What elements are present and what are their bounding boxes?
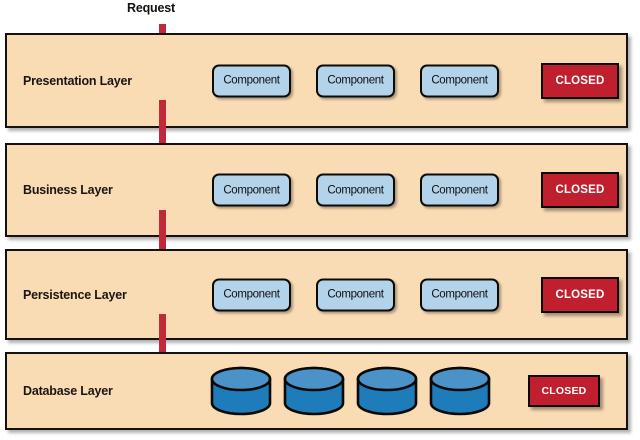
database-icon <box>210 366 272 416</box>
status-badge-presentation-closed[interactable]: CLOSED <box>541 62 619 99</box>
component-presentation-3[interactable]: Component <box>420 64 499 97</box>
component-persistence-1[interactable]: Component <box>212 278 291 311</box>
status-badge-label: CLOSED <box>555 74 605 87</box>
layer-persistence-label: Persistence Layer <box>23 287 127 302</box>
status-badge-label: CLOSED <box>555 288 605 301</box>
component-label: Component <box>223 74 280 87</box>
component-label: Component <box>223 184 280 196</box>
database-cylinder-1[interactable] <box>210 366 272 416</box>
request-arrow-label: Request <box>127 1 175 15</box>
layer-persistence[interactable]: Persistence Layer Component Component Co… <box>5 249 628 340</box>
component-business-3[interactable]: Component <box>420 173 499 207</box>
component-label: Component <box>431 288 488 301</box>
component-label: Component <box>431 74 488 87</box>
request-arrow-shaft-persistence-database <box>159 314 166 358</box>
database-cylinder-2[interactable] <box>283 366 345 416</box>
component-business-2[interactable]: Component <box>316 173 395 207</box>
status-badge-business-closed[interactable]: CLOSED <box>541 172 619 208</box>
component-label: Component <box>327 288 384 301</box>
component-label: Component <box>327 74 384 87</box>
layer-business[interactable]: Business Layer Component Component Compo… <box>5 143 628 237</box>
database-cylinder-4[interactable] <box>429 366 491 416</box>
status-badge-label: CLOSED <box>555 184 605 196</box>
component-presentation-2[interactable]: Component <box>316 64 395 97</box>
layer-database[interactable]: Database Layer CLOS <box>5 352 628 430</box>
database-icon <box>356 366 418 416</box>
database-cylinder-3[interactable] <box>356 366 418 416</box>
component-label: Component <box>431 184 488 196</box>
component-label: Component <box>223 288 280 301</box>
status-badge-database-closed[interactable]: CLOSED <box>528 375 600 407</box>
database-icon <box>283 366 345 416</box>
component-persistence-2[interactable]: Component <box>316 278 395 311</box>
component-presentation-1[interactable]: Component <box>212 64 291 97</box>
layer-database-label: Database Layer <box>23 384 113 398</box>
component-label: Component <box>327 184 384 196</box>
status-badge-persistence-closed[interactable]: CLOSED <box>541 276 619 313</box>
request-arrow-shaft-presentation-business <box>159 100 166 155</box>
status-badge-label: CLOSED <box>541 385 587 397</box>
layer-presentation[interactable]: Presentation Layer Component Component C… <box>5 33 628 128</box>
request-arrow-shaft-business-persistence <box>159 210 166 262</box>
layer-business-label: Business Layer <box>23 183 113 197</box>
layer-presentation-label: Presentation Layer <box>23 73 132 88</box>
database-icon <box>429 366 491 416</box>
component-business-1[interactable]: Component <box>212 173 291 207</box>
component-persistence-3[interactable]: Component <box>420 278 499 311</box>
